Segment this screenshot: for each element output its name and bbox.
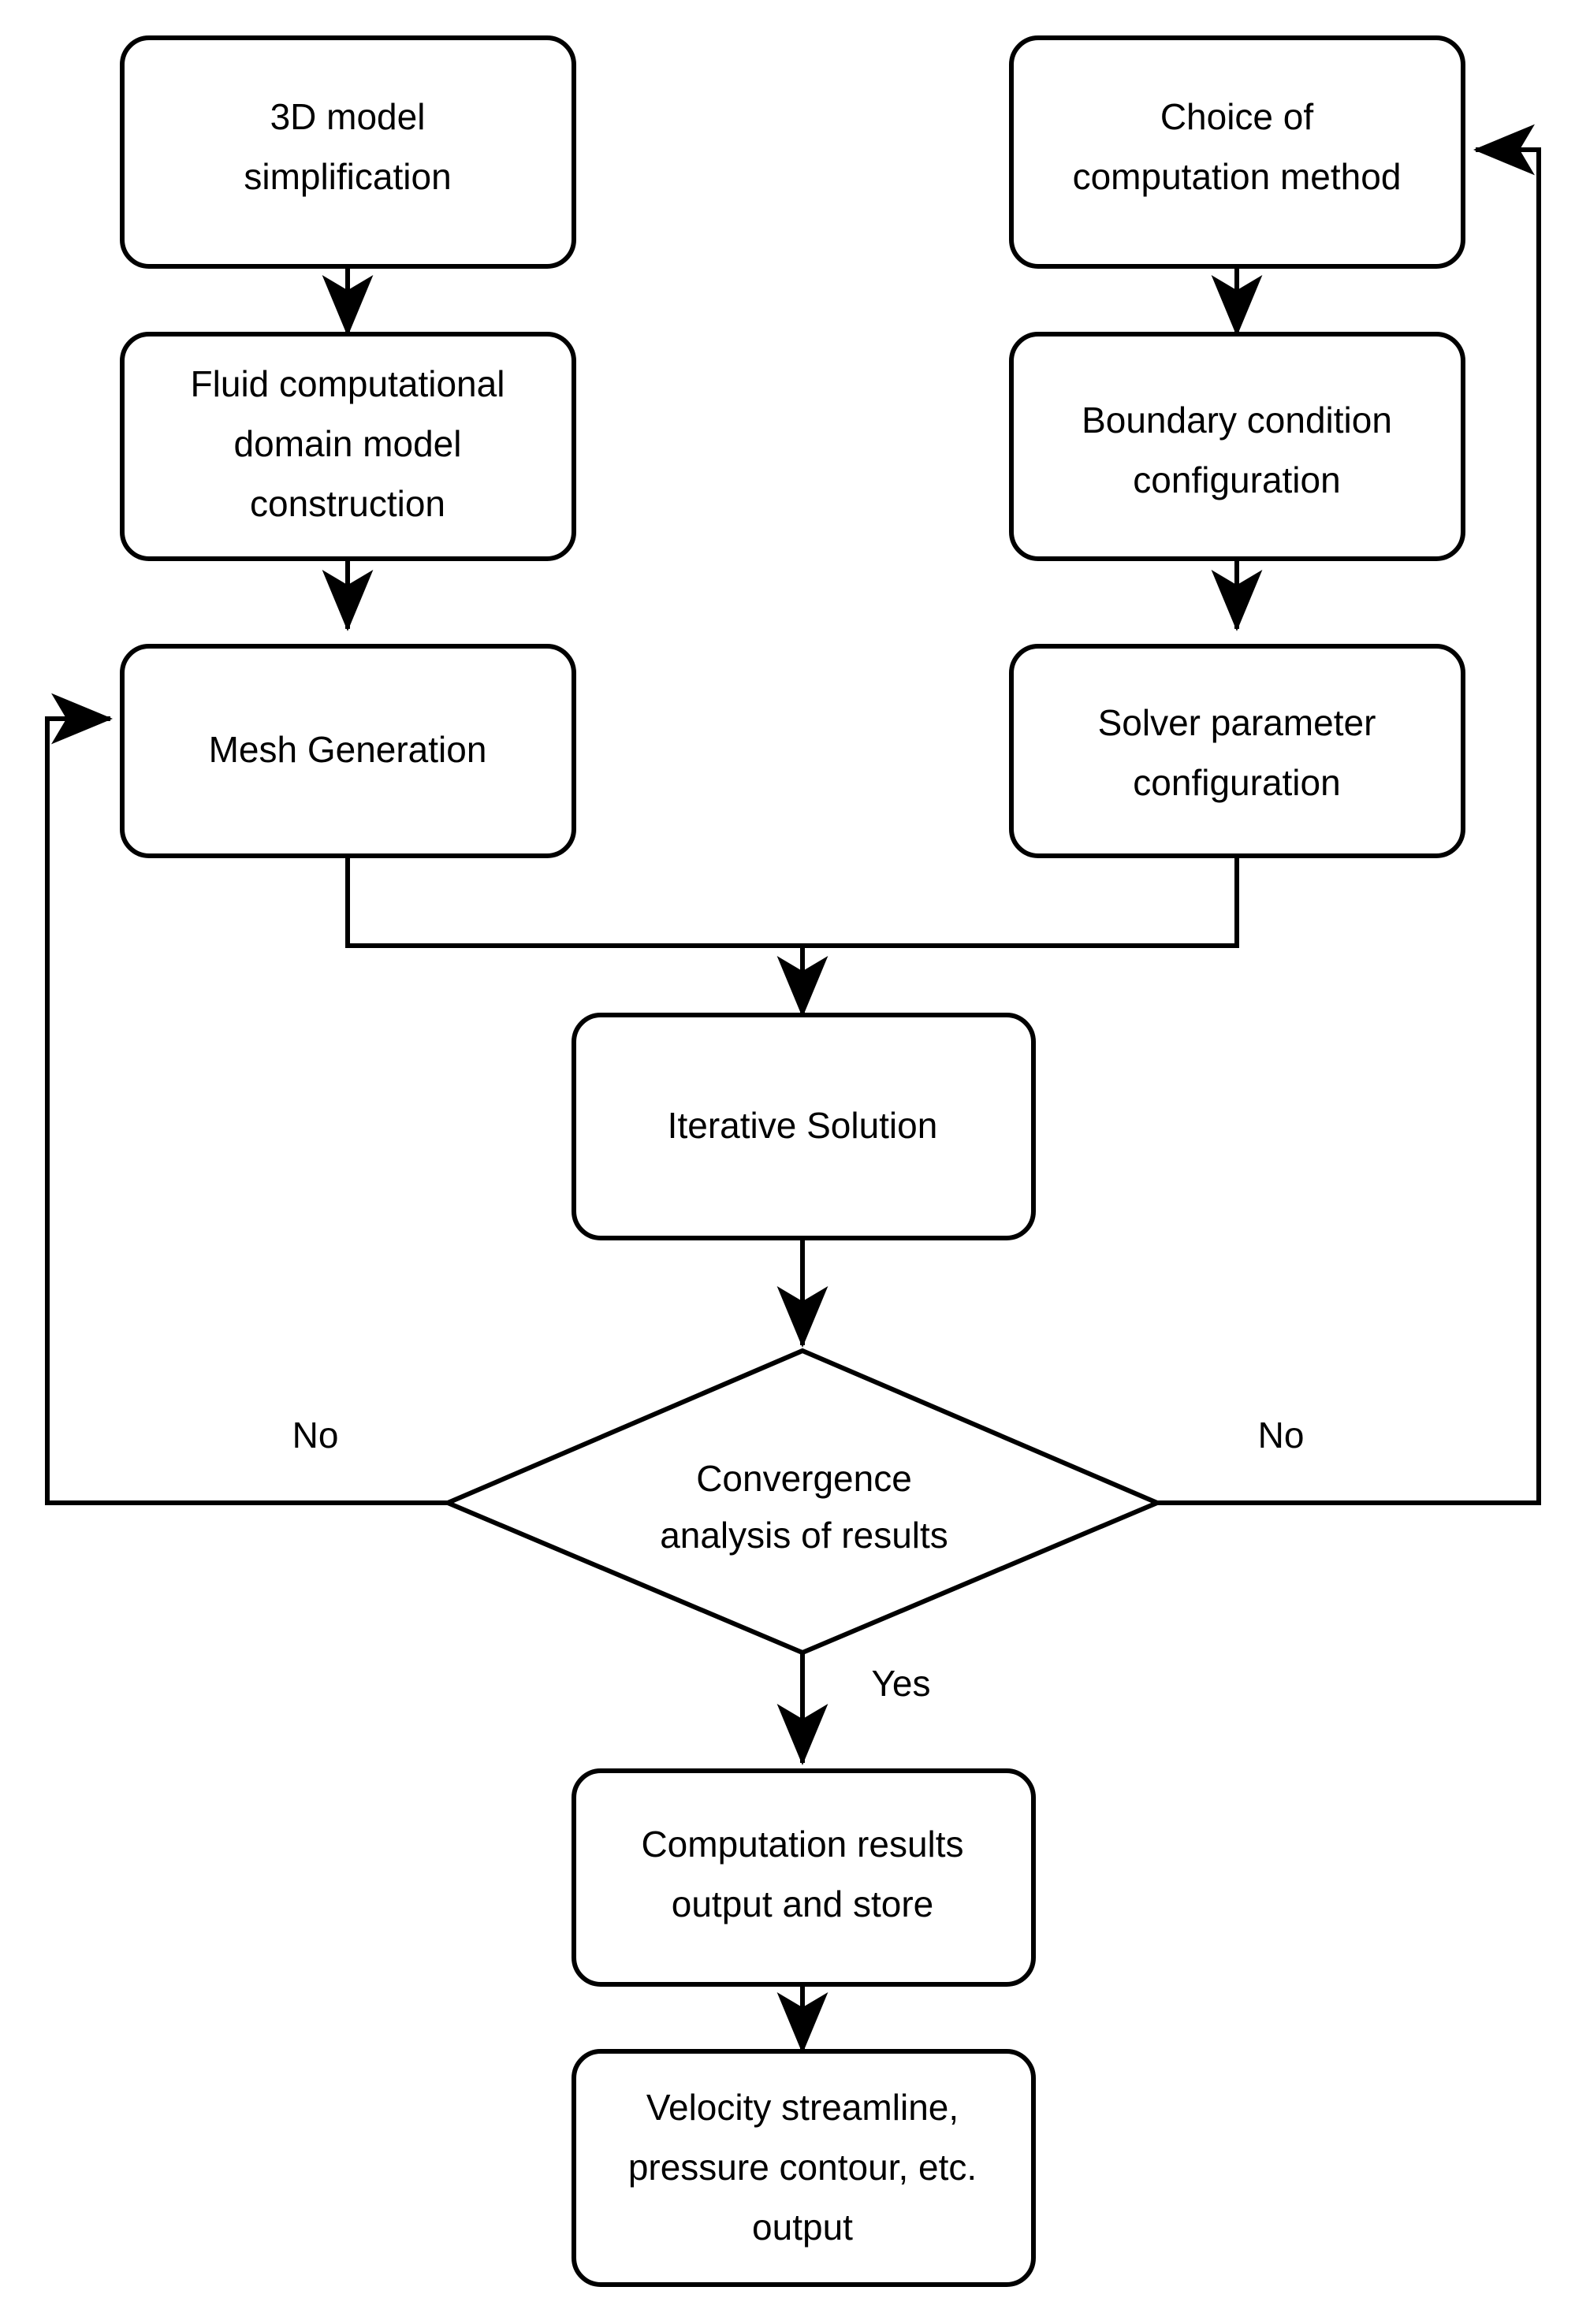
node-label-line: 3D model (270, 96, 426, 137)
node-shape-rounded-rect (572, 1768, 1036, 1987)
node-shape-rounded-rect (120, 35, 576, 269)
node-label-line: Convergence (696, 1458, 912, 1499)
node-label-line: computation method (1073, 156, 1402, 197)
node-fluid-computational-domain-model-construction[interactable]: Fluid computational domain model constru… (120, 332, 576, 561)
node-choice-of-computation-method[interactable]: Choice of computation method (1009, 35, 1465, 269)
node-label-line: configuration (1133, 762, 1340, 803)
node-boundary-condition-configuration[interactable]: Boundary condition configuration (1009, 332, 1465, 561)
node-label-line: Computation results (641, 1824, 963, 1865)
node-shape-rounded-rect (120, 644, 576, 858)
node-convergence-analysis-of-results[interactable]: Convergence analysis of results (441, 1348, 1164, 1656)
node-velocity-streamline-pressure-contour-output[interactable]: Velocity streamline, pressure contour, e… (572, 2049, 1036, 2287)
node-label-line: domain model (234, 423, 462, 464)
node-label-line: analysis of results (660, 1515, 948, 1556)
node-label-line: output and store (672, 1883, 933, 1924)
node-label-line: construction (250, 483, 445, 524)
node-label-line: Solver parameter (1098, 702, 1376, 743)
node-shape-rounded-rect (1009, 332, 1465, 561)
edge-solver-to-merge-bus (802, 856, 1239, 948)
node-shape-rounded-rect (1009, 644, 1465, 858)
node-mesh-generation[interactable]: Mesh Generation (120, 644, 576, 858)
node-label-line: Velocity streamline, (646, 2087, 959, 2128)
node-iterative-solution[interactable]: Iterative Solution (572, 1013, 1036, 1240)
node-label-line: Iterative Solution (668, 1105, 938, 1146)
edge-label-yes: Yes (871, 1663, 930, 1704)
node-3d-model-simplification[interactable]: 3D model simplification (120, 35, 576, 269)
node-shape-rounded-rect (120, 332, 576, 561)
node-label-line: output (752, 2207, 853, 2248)
edge-label-no-right: No (1258, 1415, 1305, 1456)
edge-convergence-no-left-to-mesh (45, 693, 448, 1505)
node-label-line: Mesh Generation (209, 729, 487, 770)
node-label-line: Boundary condition (1082, 400, 1392, 441)
node-shape-rounded-rect (572, 2049, 1036, 2287)
node-label-line: simplification (244, 156, 451, 197)
node-label-line: configuration (1133, 459, 1340, 500)
node-label-line: Choice of (1160, 96, 1314, 137)
edge-convergence-no-right-to-choice-method (1157, 124, 1541, 1505)
node-label-line: Fluid computational (191, 363, 505, 404)
node-solver-parameter-configuration[interactable]: Solver parameter configuration (1009, 644, 1465, 858)
node-shape-rounded-rect (572, 1013, 1036, 1240)
edge-mesh-to-merge-bus (345, 856, 802, 948)
node-computation-results-output-and-store[interactable]: Computation results output and store (572, 1768, 1036, 1987)
node-label-line: pressure contour, etc. (628, 2147, 977, 2188)
edge-label-no-left: No (292, 1415, 339, 1456)
node-shape-diamond (441, 1348, 1164, 1656)
node-shape-rounded-rect (1009, 35, 1465, 269)
